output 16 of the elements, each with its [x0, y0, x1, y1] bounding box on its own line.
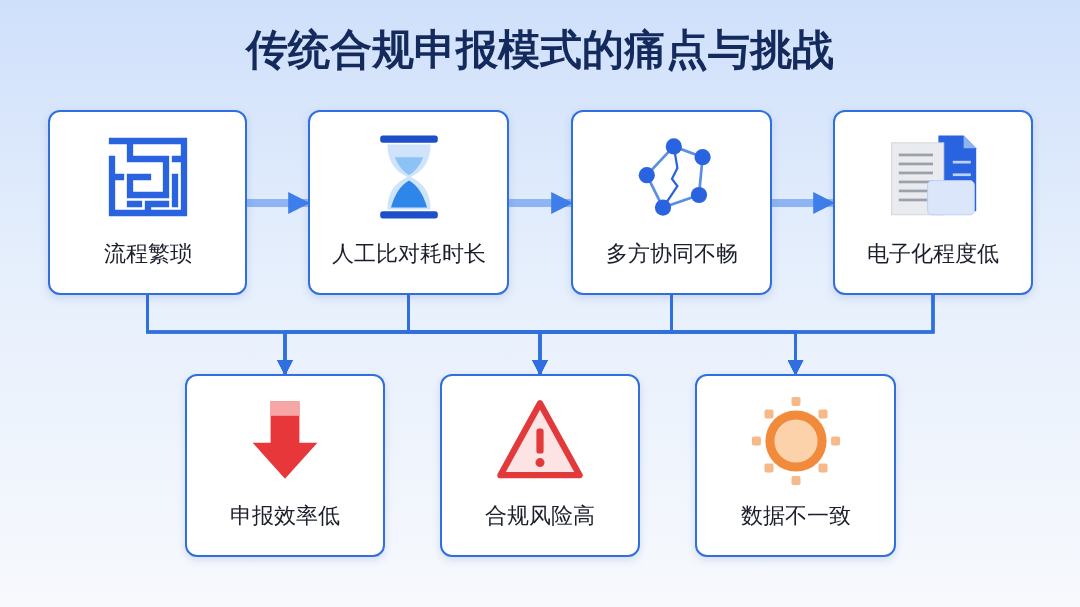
card: [185, 374, 385, 557]
card-label: 合规风险高: [485, 503, 595, 528]
card: [833, 110, 1033, 295]
card-label: 多方协同不畅: [605, 241, 738, 266]
card-label: 电子化程度低: [867, 241, 999, 266]
arrow: [787, 295, 935, 376]
card-label: 流程繁琐: [103, 241, 192, 266]
card-label: 数据不一致: [740, 503, 851, 528]
card-label: 申报效率低: [230, 503, 340, 528]
card: [571, 110, 772, 295]
card-label: 人工比对耗时长: [331, 241, 486, 266]
card: [308, 110, 509, 295]
title: 传统合规申报模式的痛点与挑战: [246, 25, 834, 74]
card: [440, 374, 640, 557]
card: [48, 110, 247, 295]
card: [695, 374, 896, 557]
